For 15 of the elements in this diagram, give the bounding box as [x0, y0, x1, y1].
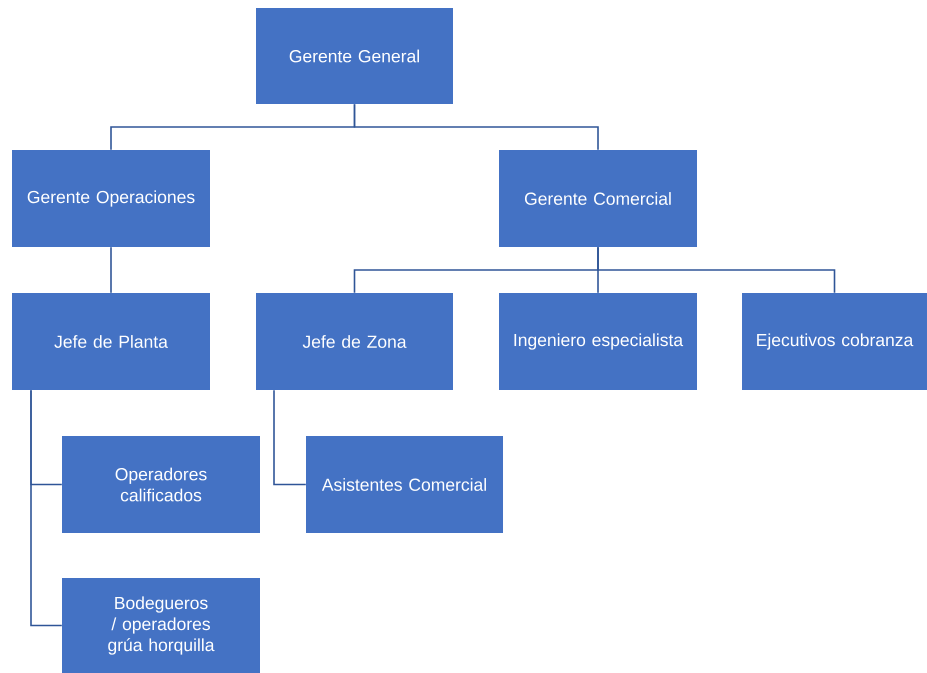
org-box: Gerente General — [256, 8, 453, 104]
org-box: Ingeniero especialista — [499, 293, 697, 390]
connector-line — [273, 390, 306, 486]
org-box: Gerente Comercial — [499, 150, 697, 247]
org-box: Ejecutivos cobranza — [742, 293, 927, 390]
org-box: Operadores calificados — [62, 436, 260, 533]
org-box: Jefe de Planta — [12, 293, 210, 390]
connector-line — [110, 247, 112, 293]
org-box: Jefe de Zona — [256, 293, 453, 390]
connector-line — [597, 247, 836, 293]
org-box: Asistentes Comercial — [306, 436, 503, 533]
org-box: Bodegueros / operadores grúa horquilla — [62, 578, 260, 673]
connector-line — [354, 104, 599, 150]
org-box: Gerente Operaciones — [12, 150, 210, 247]
connector-line — [30, 390, 62, 626]
